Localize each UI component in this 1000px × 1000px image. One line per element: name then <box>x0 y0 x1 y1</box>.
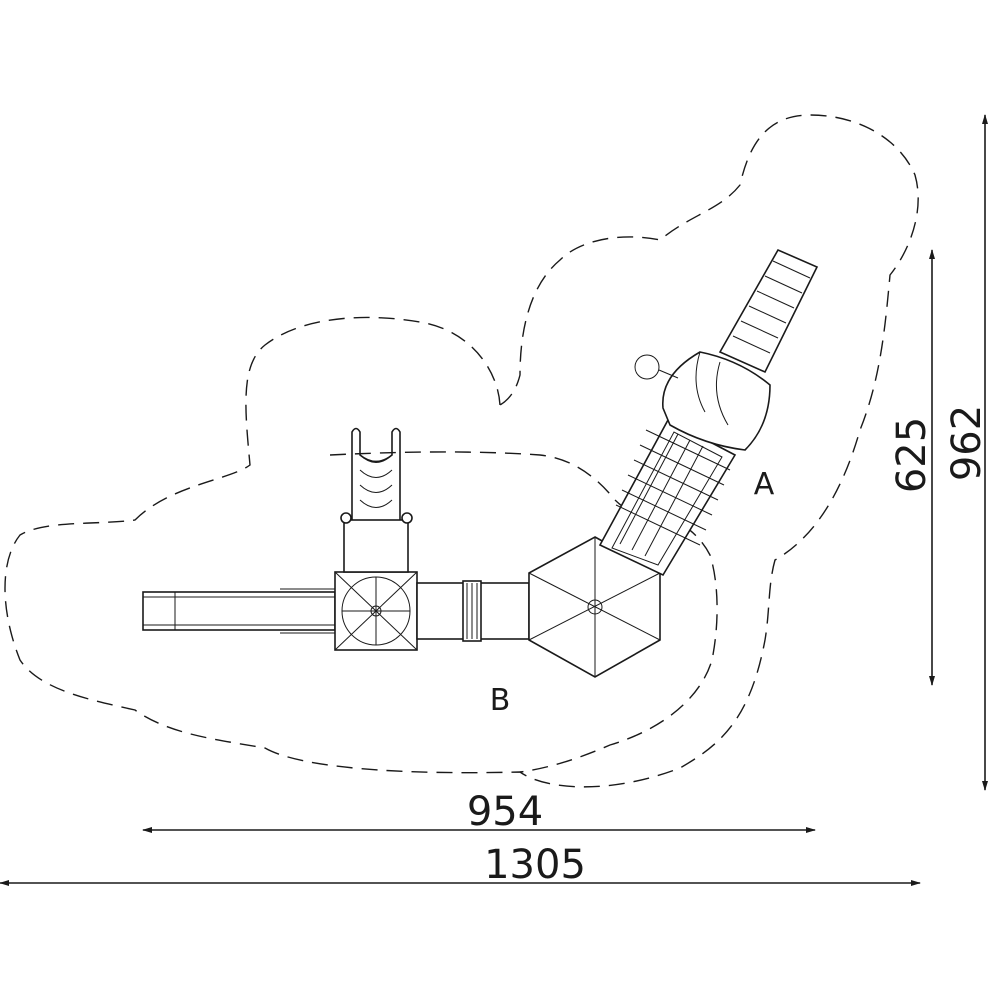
zone-label-a: A <box>754 467 775 502</box>
zone-label-b: B <box>490 683 511 718</box>
stairs <box>351 427 401 520</box>
rotating-tube <box>634 351 771 451</box>
outer-safety-zone-outline <box>4 114 919 788</box>
tower-access-platform <box>340 512 413 573</box>
inner-height-label: 625 <box>889 417 935 493</box>
total-height-label: 962 <box>944 405 990 481</box>
climbing-net-ramp <box>598 418 737 577</box>
straight-slide <box>142 588 336 634</box>
total-width-label: 1305 <box>484 842 586 888</box>
inner-width-label: 954 <box>467 789 543 835</box>
connecting-tunnel <box>416 580 530 642</box>
square-tower <box>334 571 418 651</box>
hexagonal-tower <box>528 536 661 678</box>
ladder <box>718 248 819 374</box>
